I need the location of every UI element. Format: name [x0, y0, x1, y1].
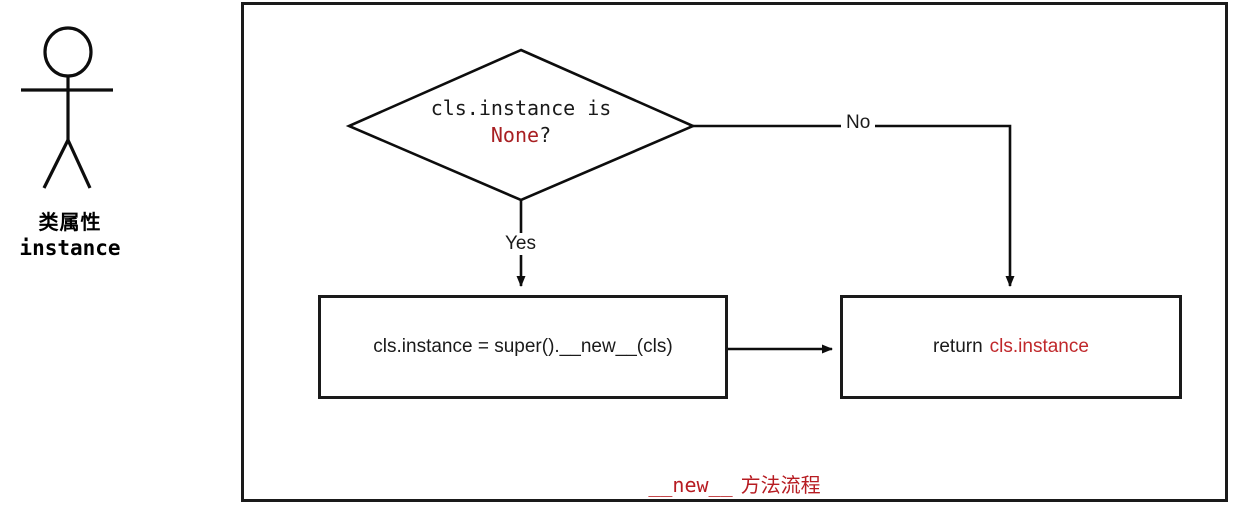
actor-label-code: instance — [19, 236, 121, 260]
return-keyword: return — [933, 336, 983, 357]
return-value: cls.instance — [989, 336, 1089, 357]
process-box-assign: cls.instance = super().__new__(cls) — [318, 295, 728, 399]
edge-label-yes: Yes — [500, 233, 541, 255]
caption-text: 方法流程 — [740, 475, 821, 497]
actor-label-cn: 类属性 — [38, 212, 102, 234]
actor-figure: 类属性 instance — [0, 0, 240, 275]
process-box-return: return cls.instance — [840, 295, 1182, 399]
decision-label: cls.instance is None? — [355, 95, 687, 149]
decision-suffix: ? — [539, 123, 552, 147]
decision-line-2: None? — [355, 122, 687, 149]
decision-line-1: cls.instance is — [430, 96, 612, 120]
caption-code: __new__ — [648, 473, 733, 497]
decision-keyword-none: None — [490, 123, 540, 147]
diagram-caption: __new__ 方法流程 — [241, 469, 1228, 498]
stick-figure-actor-icon — [21, 26, 113, 189]
diagram-frame — [241, 2, 1228, 502]
edge-label-no: No — [841, 112, 876, 134]
process-box-assign-text: cls.instance = super().__new__(cls) — [373, 336, 673, 357]
